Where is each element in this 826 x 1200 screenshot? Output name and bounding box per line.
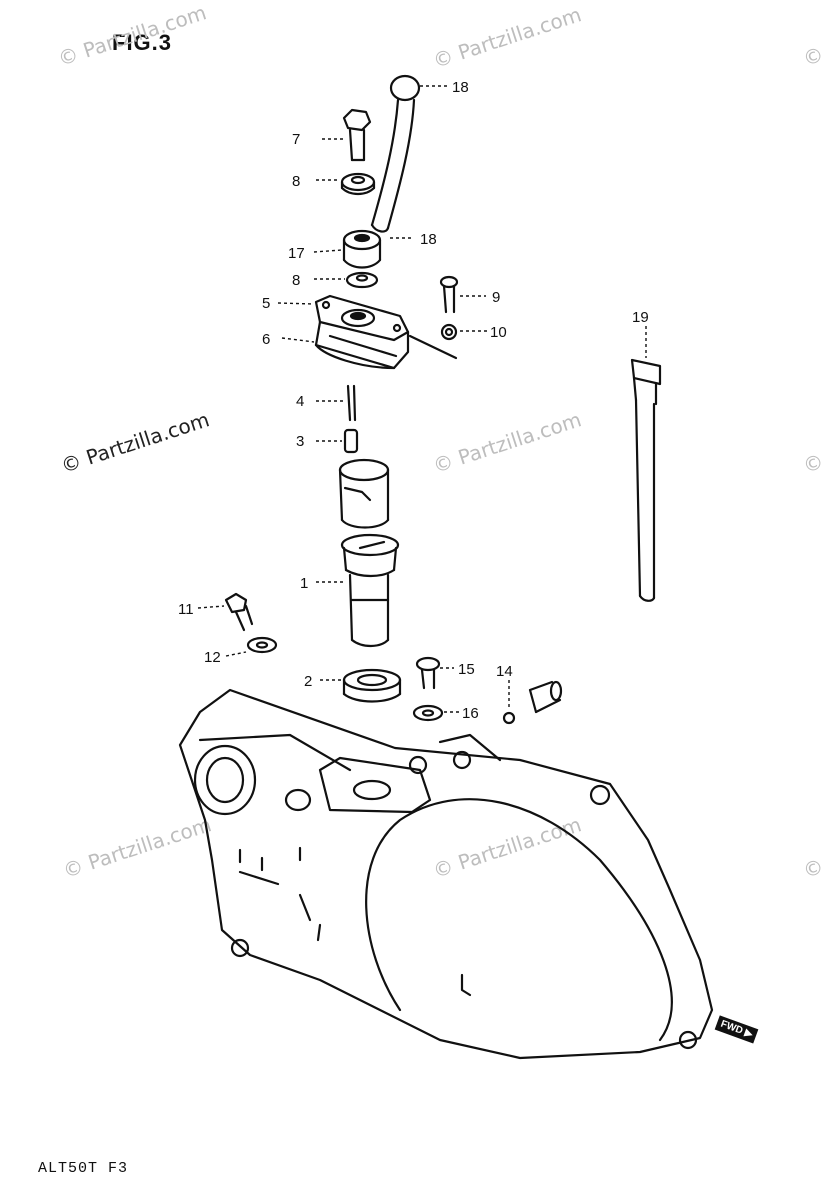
- part-bolt-11: [224, 592, 254, 632]
- part-hose: [370, 74, 421, 233]
- part-bolt-15: [415, 656, 441, 690]
- part-label-8: 8: [292, 272, 300, 289]
- part-label-14: 14: [496, 663, 513, 680]
- part-washer-10: [440, 323, 458, 341]
- part-label-16: 16: [462, 705, 479, 722]
- part-screw-9: [439, 275, 459, 314]
- part-oil-seal-2: [342, 668, 402, 703]
- part-number-labels: 18 7 8 18 17 8 9 5 10 6 19 4 3 1 11 12 1…: [178, 79, 649, 722]
- part-grommet-17: [342, 229, 382, 269]
- part-dipstick-19: [630, 358, 662, 602]
- part-label-3: 3: [296, 433, 304, 450]
- part-drive-shaft-1: [340, 533, 400, 648]
- part-label-5: 5: [262, 295, 270, 312]
- part-label-19: 19: [632, 309, 649, 326]
- part-label-9: 9: [492, 289, 500, 306]
- part-dowel-14: [502, 680, 563, 725]
- part-pin-4: [346, 384, 357, 422]
- part-pin-3: [343, 428, 359, 454]
- part-gear-body: [338, 458, 390, 529]
- part-label-10: 10: [490, 324, 507, 341]
- part-washer-12: [246, 636, 278, 654]
- part-cover-plate: [314, 294, 458, 370]
- figure-title: FIG.3: [112, 30, 173, 55]
- part-washer-8-lower: [345, 271, 379, 289]
- part-label-12: 12: [204, 649, 221, 666]
- part-bolt-7: [342, 108, 372, 162]
- part-label-7: 7: [292, 131, 300, 148]
- part-label-15: 15: [458, 661, 475, 678]
- part-label-4: 4: [296, 393, 304, 410]
- part-label-2: 2: [304, 673, 312, 690]
- part-crankcase-cover: [178, 688, 714, 1060]
- part-label-17: 17: [288, 245, 305, 262]
- part-label-18: 18: [452, 79, 469, 96]
- part-label-8: 8: [292, 173, 300, 190]
- part-label-1: 1: [300, 575, 308, 592]
- part-label-18: 18: [420, 231, 437, 248]
- part-washer-8-upper: [340, 172, 376, 196]
- model-code: ALT50T F3: [38, 1160, 129, 1177]
- part-washer-16: [412, 704, 444, 722]
- part-label-11: 11: [178, 601, 194, 618]
- part-label-6: 6: [262, 331, 270, 348]
